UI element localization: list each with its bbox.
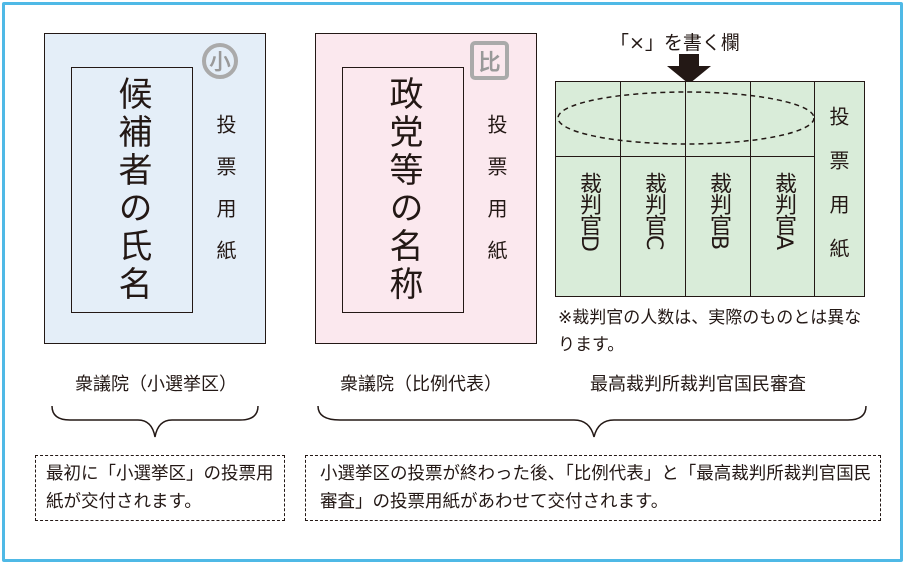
- party-name-box: 政党等の名称: [342, 67, 464, 313]
- judge-label: 裁判官B: [706, 172, 731, 250]
- supreme-court-ballot-label: 投票用紙: [826, 106, 850, 282]
- left-brace: [51, 405, 259, 438]
- single-member-ballot-label: 投票用紙: [213, 114, 237, 282]
- proportional-badge-icon: 比: [470, 41, 509, 80]
- shared-explanation: 小選挙区の投票が終わった後、「比例代表」と「最高裁判所裁判官国民審査」の投票用紙…: [305, 455, 881, 521]
- proportional-caption: 衆議院（比例代表）: [340, 374, 502, 395]
- single-member-caption: 衆議院（小選挙区）: [75, 374, 237, 395]
- column-divider: [685, 82, 686, 296]
- single-member-ballot: 候補者の氏名 小 投票用紙: [44, 33, 266, 344]
- mark-area-ellipse: [557, 91, 815, 145]
- proportional-ballot: 政党等の名称 比 投票用紙: [315, 33, 537, 344]
- judge-label: 裁判官A: [771, 172, 796, 250]
- single-member-badge-icon: 小: [202, 43, 238, 79]
- supreme-court-caption: 最高裁判所裁判官国民審査: [590, 374, 806, 395]
- single-member-explanation: 最初に「小選挙区」の投票用紙が交付されます。: [35, 455, 285, 521]
- judge-column-b: 裁判官B: [686, 172, 750, 249]
- judge-count-footnote: ※裁判官の人数は、実際のものとは異なります。: [558, 308, 862, 355]
- candidate-name-box: 候補者の氏名: [71, 67, 193, 313]
- supreme-court-ballot: 裁判官D 裁判官C 裁判官B 裁判官A 投票用紙: [555, 81, 865, 297]
- column-divider: [750, 82, 751, 296]
- mark-column-note: 「×」を書く欄: [610, 32, 740, 54]
- grouping-braces: [51, 405, 867, 438]
- candidate-name-label: 候補者の氏名: [112, 76, 152, 304]
- judge-label: 裁判官C: [641, 172, 666, 250]
- column-divider: [620, 82, 621, 296]
- judge-label: 裁判官D: [576, 172, 601, 251]
- right-brace: [317, 405, 867, 438]
- mark-row-divider: [556, 156, 815, 157]
- judge-column-c: 裁判官C: [621, 172, 685, 249]
- down-arrow-icon: [667, 54, 711, 84]
- proportional-ballot-label: 投票用紙: [484, 114, 508, 282]
- party-name-label: 政党等の名称: [383, 76, 423, 304]
- column-divider: [814, 82, 815, 296]
- judge-column-d: 裁判官D: [556, 172, 620, 251]
- judge-column-a: 裁判官A: [751, 172, 815, 249]
